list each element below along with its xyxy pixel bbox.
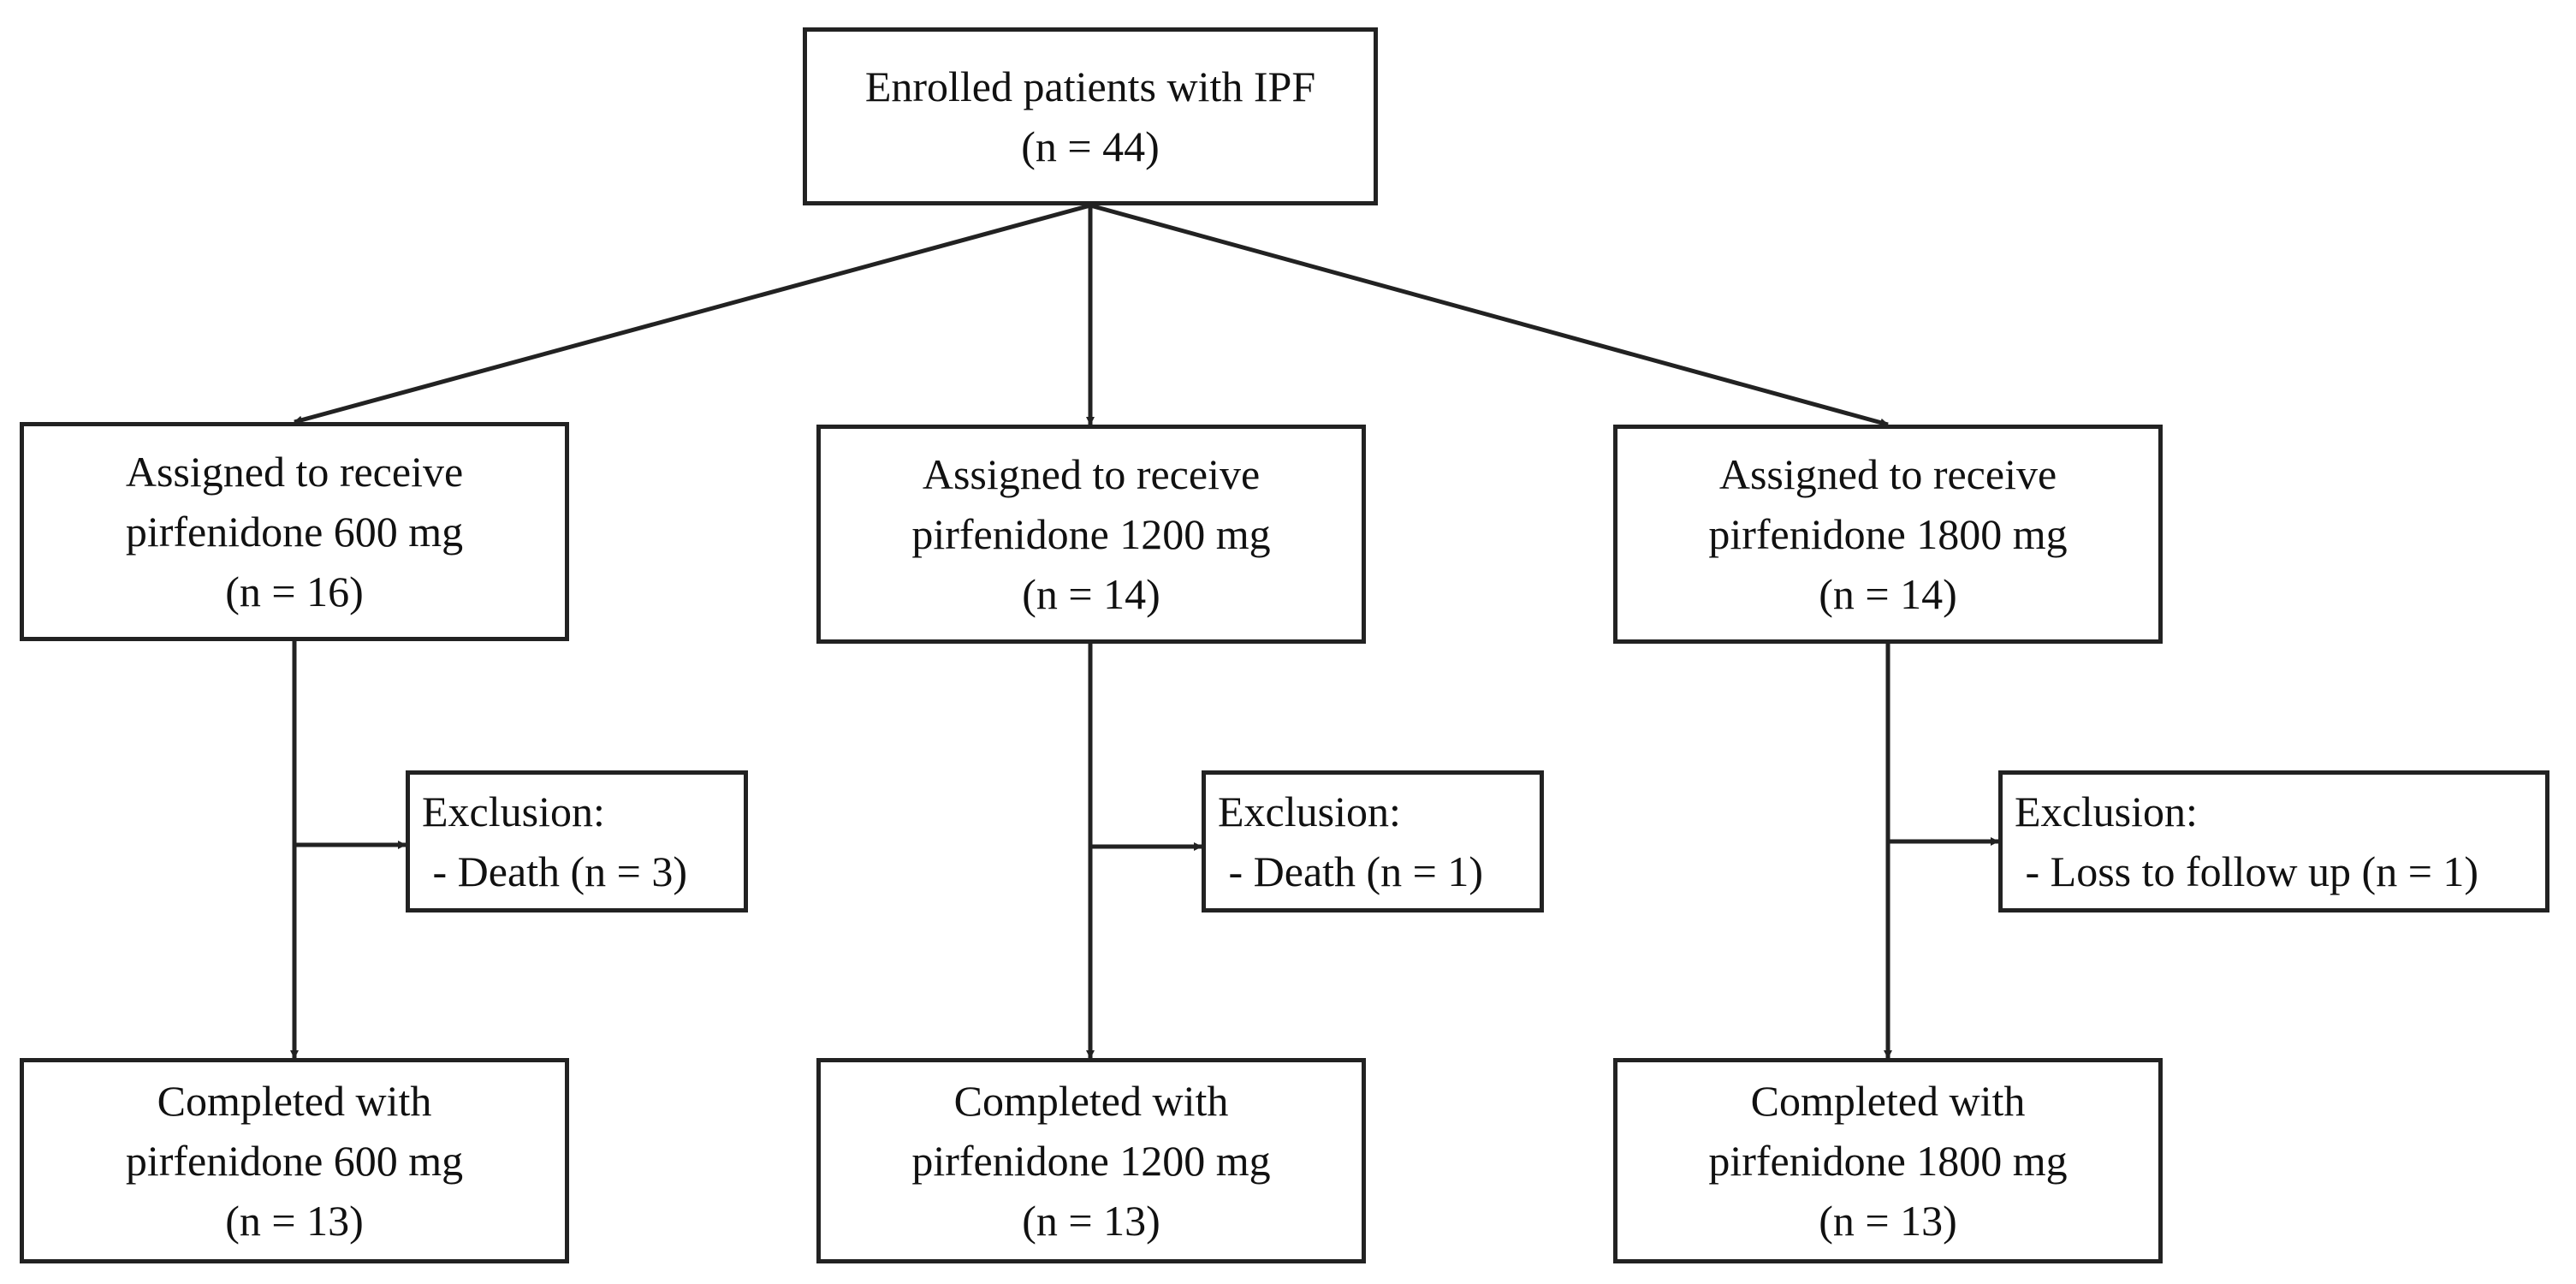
completed-dose: pirfenidone 1200 mg (911, 1137, 1271, 1185)
exclusion-reason: - Loss to follow up (n = 1) (2015, 847, 2479, 895)
assigned-count: (n = 14) (1022, 570, 1160, 618)
completed-count: (n = 13) (1819, 1197, 1957, 1245)
completed-dose: pirfenidone 1800 mg (1708, 1137, 2068, 1185)
assigned-600-box: Assigned to receive pirfenidone 600 mg (… (20, 422, 569, 641)
completed-600-box: Completed with pirfenidone 600 mg (n = 1… (20, 1058, 569, 1263)
enrolled-count: (n = 44) (1021, 122, 1160, 170)
exclusion-600-box: Exclusion: - Death (n = 3) (406, 770, 748, 912)
completed-label: Completed with (953, 1077, 1229, 1125)
enrolled-patients-box: Enrolled patients with IPF (n = 44) (803, 27, 1378, 205)
exclusion-heading: Exclusion: (422, 788, 605, 835)
exclusion-heading: Exclusion: (1218, 788, 1401, 835)
exclusion-reason: - Death (n = 1) (1218, 847, 1484, 895)
assigned-dose: pirfenidone 600 mg (125, 508, 464, 556)
completed-label: Completed with (1750, 1077, 2026, 1125)
completed-count: (n = 13) (225, 1197, 364, 1245)
completed-1800-box: Completed with pirfenidone 1800 mg (n = … (1613, 1058, 2163, 1263)
assigned-label: Assigned to receive (125, 448, 464, 496)
arrow-enrolled-to-1800 (1089, 203, 1889, 427)
completed-label: Completed with (157, 1077, 432, 1125)
exclusion-heading: Exclusion: (2015, 788, 2198, 835)
assigned-dose: pirfenidone 1800 mg (1708, 510, 2068, 558)
exclusion-1200-box: Exclusion: - Death (n = 1) (1202, 770, 1544, 912)
assigned-label: Assigned to receive (922, 450, 1261, 498)
assigned-1200-box: Assigned to receive pirfenidone 1200 mg … (816, 425, 1366, 644)
assigned-count: (n = 16) (225, 568, 364, 615)
completed-count: (n = 13) (1022, 1197, 1160, 1245)
completed-1200-box: Completed with pirfenidone 1200 mg (n = … (816, 1058, 1366, 1263)
arrow-enrolled-to-600 (294, 203, 1091, 425)
assigned-1800-box: Assigned to receive pirfenidone 1800 mg … (1613, 425, 2163, 644)
assigned-count: (n = 14) (1819, 570, 1957, 618)
completed-dose: pirfenidone 600 mg (125, 1137, 464, 1185)
assigned-label: Assigned to receive (1718, 450, 2057, 498)
exclusion-reason: - Death (n = 3) (422, 847, 688, 895)
assigned-dose: pirfenidone 1200 mg (911, 510, 1271, 558)
enrolled-title: Enrolled patients with IPF (864, 62, 1316, 110)
exclusion-1800-box: Exclusion: - Loss to follow up (n = 1) (1998, 770, 2549, 912)
